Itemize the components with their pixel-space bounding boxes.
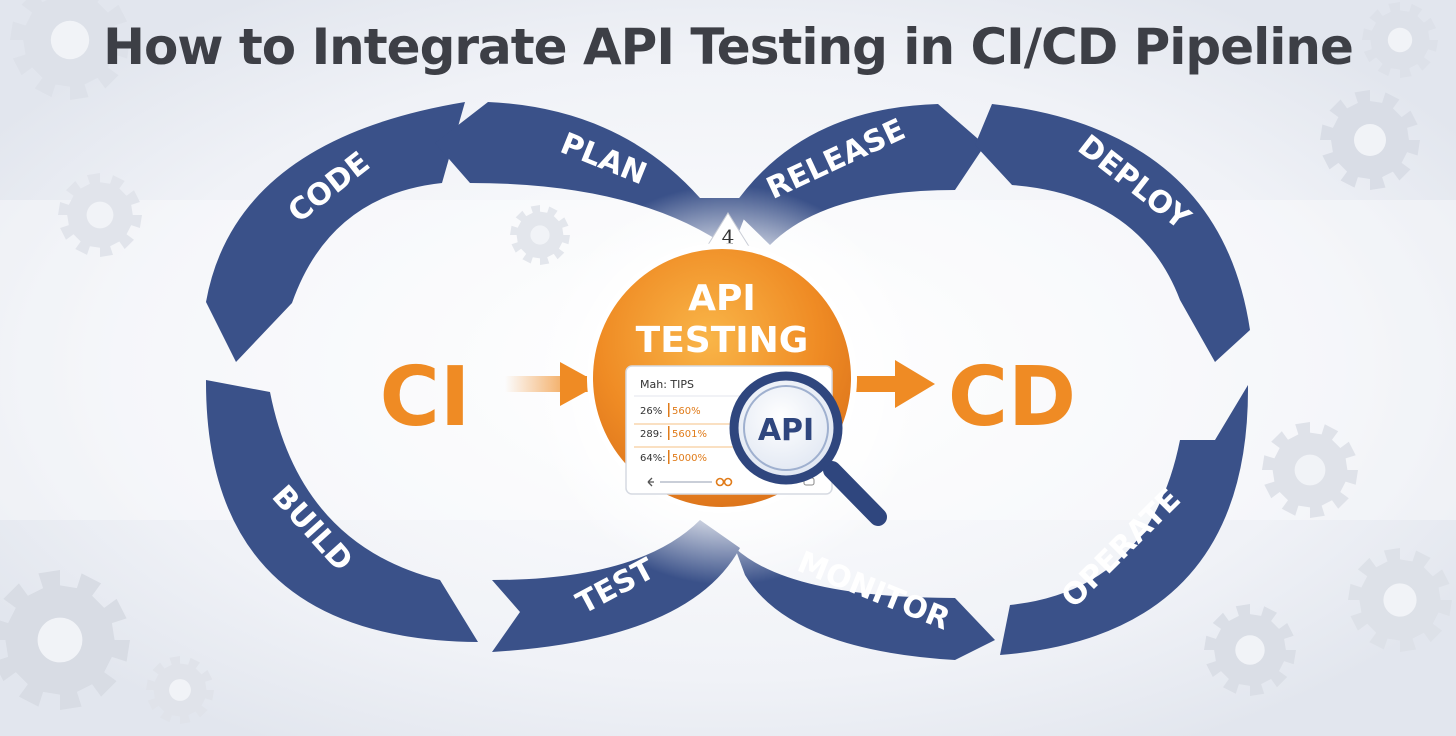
card-row-2-right: 5601% — [672, 429, 707, 440]
gear-hole — [1354, 124, 1386, 156]
gear-icon — [1204, 604, 1296, 696]
gear-hole — [530, 225, 550, 245]
stage-segment-code — [206, 102, 465, 362]
arrow-left-icon — [647, 477, 654, 487]
card-row-1-right: 560% — [672, 406, 701, 417]
gear-hole — [37, 617, 83, 663]
stage-segment-operate — [1000, 385, 1249, 655]
card-row-1-left: 26% — [640, 406, 662, 417]
ci-label: CI — [380, 350, 471, 445]
magnifier-label: API — [758, 413, 814, 448]
gear-icon — [1320, 90, 1420, 190]
magnifier-icon: API — [729, 371, 887, 526]
hub-title-line1: API — [688, 278, 756, 319]
gear-hole — [50, 20, 90, 60]
gear-icon — [0, 570, 130, 710]
card-row-3-right: 5000% — [672, 453, 707, 464]
arrow-right-icon — [505, 362, 600, 406]
gear-hole — [1387, 27, 1413, 53]
gear-icon — [58, 173, 142, 257]
page-title: How to Integrate API Testing in CI/CD Pi… — [103, 18, 1354, 76]
gear-icon — [1262, 422, 1358, 518]
step-number: 4 — [722, 225, 735, 249]
stage-segment-build — [205, 380, 478, 642]
gear-icon — [146, 656, 214, 724]
gear-hole — [1235, 635, 1265, 665]
chain-link-icon — [715, 477, 733, 487]
card-header: Mah: TIPS — [640, 378, 694, 391]
gear-icon — [1348, 548, 1452, 652]
gear-hole — [1383, 583, 1417, 617]
card-row-3-left: 64%: — [640, 453, 666, 464]
stage-segment-monitor — [735, 548, 995, 660]
gear-hole — [86, 201, 114, 229]
hub-title-line2: TESTING — [636, 320, 809, 361]
gear-icon — [10, 0, 130, 100]
stage-segment-deploy — [975, 104, 1250, 362]
gear-hole — [169, 679, 191, 701]
card-row-2-left: 289: — [640, 429, 662, 440]
gear-hole — [1294, 454, 1326, 486]
gear-icon — [1362, 2, 1438, 78]
gear-icon — [510, 205, 570, 265]
cd-label: CD — [948, 350, 1076, 445]
